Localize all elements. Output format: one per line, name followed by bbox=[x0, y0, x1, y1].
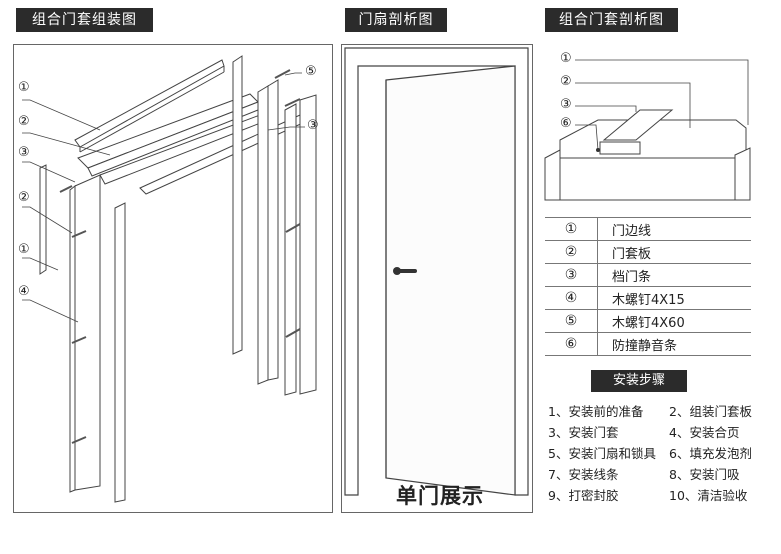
right-door-line bbox=[232, 55, 243, 355]
callout-right-5: ⑤ bbox=[305, 64, 317, 79]
legend-num: ⑥ bbox=[545, 332, 598, 356]
frame-section-header: 组合门套剖析图 bbox=[545, 8, 678, 32]
legend-num: ⑤ bbox=[545, 309, 598, 333]
left-stop-strip bbox=[114, 202, 126, 503]
step-item: 4、安装合页 bbox=[669, 425, 740, 440]
callout-left-6: ④ bbox=[18, 284, 30, 299]
section-callout-1: ① bbox=[560, 51, 572, 66]
step-item: 6、填充发泡剂 bbox=[669, 446, 752, 461]
assembly-header: 组合门套组装图 bbox=[16, 8, 153, 32]
step-item: 1、安装前的准备 bbox=[548, 404, 644, 419]
assembly-panel bbox=[13, 44, 333, 513]
steps-row: 3、安装门套 4、安装合页 bbox=[548, 422, 778, 443]
legend-label: 木螺钉4X60 bbox=[597, 309, 751, 333]
door-panel bbox=[341, 44, 533, 513]
step-item: 9、打密封胶 bbox=[548, 488, 619, 503]
steps-row: 1、安装前的准备 2、组装门套板 bbox=[548, 401, 778, 422]
steps-list: 1、安装前的准备 2、组装门套板 3、安装门套 4、安装合页 5、安装门扇和锁具 6、… bbox=[548, 401, 778, 506]
steps-row: 9、打密封胶 10、清洁验收 bbox=[548, 485, 778, 506]
step-item: 3、安装门套 bbox=[548, 425, 619, 440]
callout-right-3: ③ bbox=[307, 118, 319, 133]
steps-header: 安装步骤 bbox=[591, 370, 687, 392]
step-item: 7、安装线条 bbox=[548, 467, 619, 482]
section-callout-2: ② bbox=[560, 74, 572, 89]
left-door-line bbox=[39, 164, 47, 275]
callout-left-2: ② bbox=[18, 114, 30, 129]
legend-label: 门边线 bbox=[597, 217, 751, 241]
callout-left-4: ② bbox=[18, 190, 30, 205]
right-stop-strip bbox=[284, 103, 297, 396]
legend-label: 档门条 bbox=[597, 263, 751, 287]
door-handle bbox=[393, 267, 417, 275]
step-item: 5、安装门扇和锁具 bbox=[548, 446, 656, 461]
legend-label: 防撞静音条 bbox=[597, 332, 751, 356]
leaf-section-header: 门扇剖析图 bbox=[345, 8, 447, 32]
door-line-profile bbox=[544, 149, 561, 201]
legend-num: ③ bbox=[545, 263, 598, 287]
callout-left-1: ① bbox=[18, 80, 30, 95]
door-caption: 单门展示 bbox=[396, 484, 484, 508]
legend-num: ② bbox=[545, 240, 598, 264]
section-callout-3: ③ bbox=[560, 97, 572, 112]
step-item: 8、安装门吸 bbox=[669, 467, 740, 482]
step-item: 10、清洁验收 bbox=[669, 488, 748, 503]
steps-row: 7、安装线条 8、安装门吸 bbox=[548, 464, 778, 485]
callout-left-5: ① bbox=[18, 242, 30, 257]
section-callout-6: ⑥ bbox=[560, 116, 572, 131]
legend-label: 门套板 bbox=[597, 240, 751, 264]
steps-row: 5、安装门扇和锁具 6、填充发泡剂 bbox=[548, 443, 778, 464]
legend-label: 木螺钉4X15 bbox=[597, 286, 751, 310]
stop-strip-profile bbox=[602, 109, 674, 141]
callout-left-3: ③ bbox=[18, 145, 30, 160]
legend-num: ① bbox=[545, 217, 598, 241]
legend-num: ④ bbox=[545, 286, 598, 310]
step-item: 2、组装门套板 bbox=[669, 404, 752, 419]
